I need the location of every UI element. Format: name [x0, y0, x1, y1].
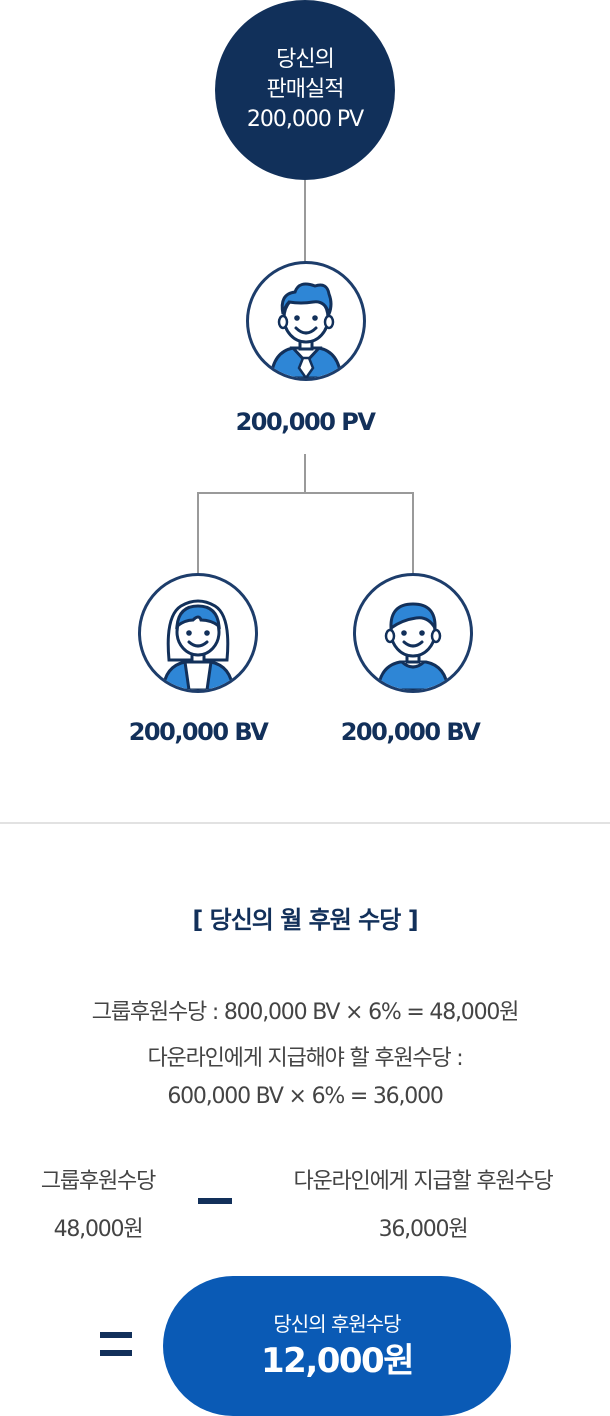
man-avatar-icon — [376, 602, 450, 690]
man-avatar-icon — [269, 282, 343, 378]
section-title: [ 당신의 월 후원 수당 ] — [192, 906, 418, 934]
connector-right — [412, 492, 414, 574]
woman-avatar-icon — [161, 599, 235, 690]
top-line1: 당신의 — [276, 47, 335, 72]
downline-right-avatar — [353, 573, 473, 693]
sales-performance-circle: 당신의 판매실적 200,000 PV — [215, 0, 395, 180]
top-line2: 판매실적 — [266, 77, 345, 102]
calc-line-group-bonus: 그룹후원수당 : 800,000 BV × 6% = 48,000원 — [91, 1000, 520, 1025]
minus-sign — [198, 1198, 232, 1204]
connector-left — [197, 492, 199, 574]
connector-top — [304, 180, 306, 262]
downline-left-bv-value: 200,000 BV — [128, 718, 269, 746]
result-pill: 당신의 후원수당 12,000원 — [163, 1276, 511, 1416]
comparison-left-label: 그룹후원수당 — [40, 1169, 156, 1194]
calc-line-downline-formula: 600,000 BV × 6% = 36,000 — [167, 1084, 444, 1109]
you-avatar — [246, 261, 366, 381]
connector-you-down — [304, 454, 306, 492]
calc-line-downline-label: 다운라인에게 지급해야 할 후원수당 : — [147, 1046, 464, 1071]
equals-sign — [100, 1332, 132, 1356]
downline-right-bv-value: 200,000 BV — [340, 718, 481, 746]
comparison-right: 다운라인에게 지급할 후원수당 36,000원 — [248, 1158, 598, 1254]
connector-horizontal — [197, 492, 414, 494]
you-pv-value: 200,000 PV — [235, 408, 376, 436]
comparison-left-value: 48,000원 — [53, 1217, 144, 1242]
downline-left-avatar — [138, 573, 258, 693]
comparison-right-label: 다운라인에게 지급할 후원수당 — [293, 1169, 553, 1194]
top-line3: 200,000 PV — [246, 107, 364, 132]
result-value: 12,000원 — [261, 1341, 414, 1381]
comparison-right-value: 36,000원 — [378, 1217, 469, 1242]
section-divider — [0, 822, 610, 824]
comparison-left: 그룹후원수당 48,000원 — [0, 1158, 196, 1254]
result-label: 당신의 후원수당 — [273, 1312, 401, 1336]
